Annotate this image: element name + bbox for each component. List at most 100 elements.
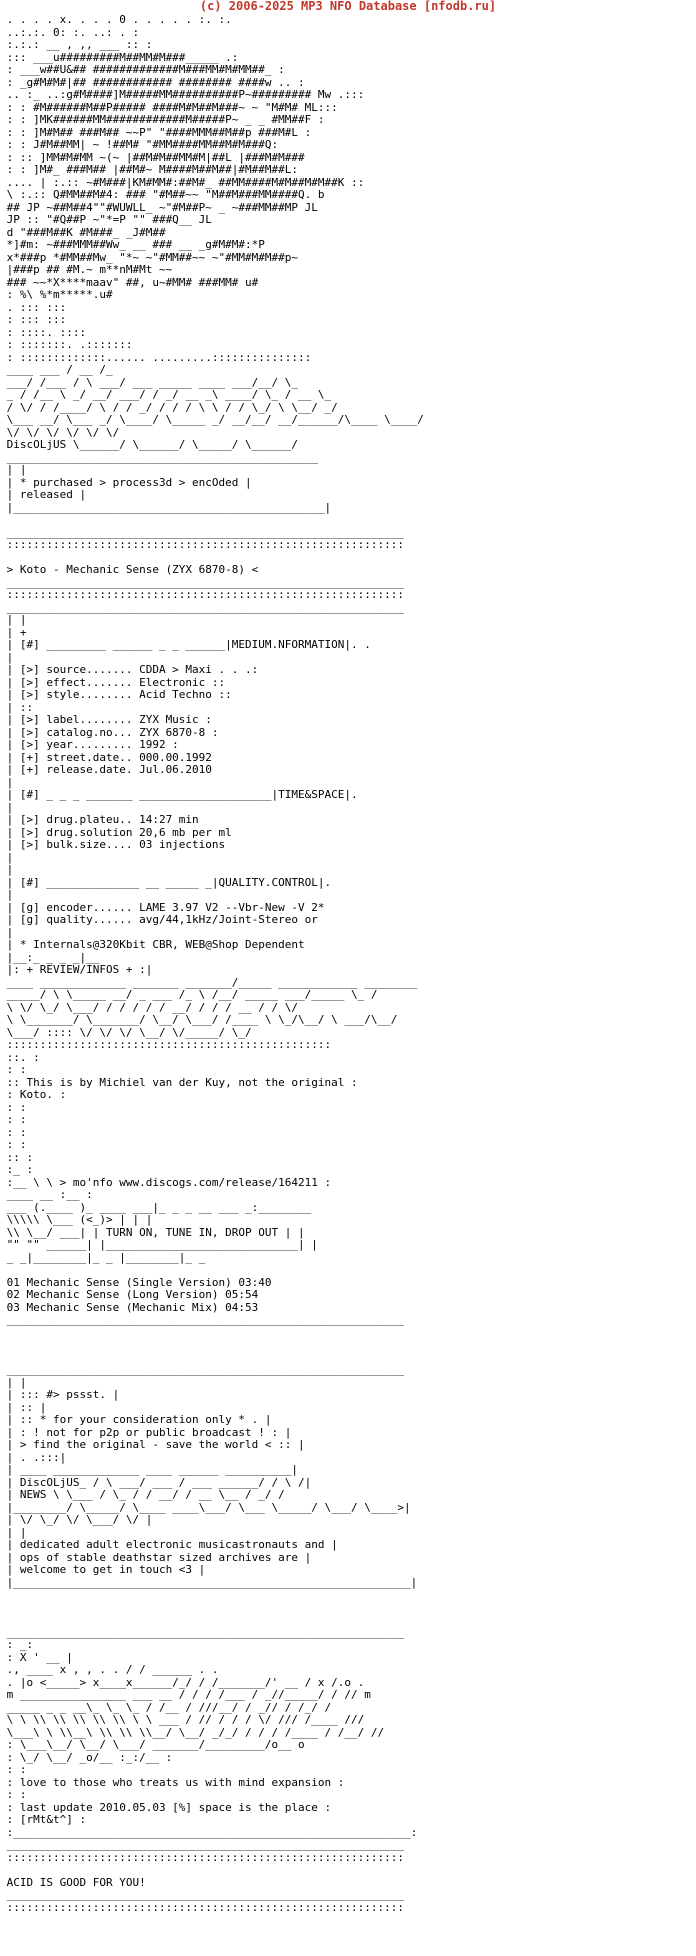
nfo-line: | — [0, 776, 14, 789]
nfo-line: | — [0, 864, 14, 876]
nfo-line: : :::::::. .::::::: — [0, 339, 133, 351]
nfo-line: | :: * for your consideration only * . | — [0, 1414, 272, 1426]
nfo-line: : Koto. : — [0, 1089, 67, 1101]
nfo-line: ..:.:. 0: :. ..: . : — [0, 26, 140, 39]
nfo-line: ___/ /___ / \ ___/ ___ _____ ____ ___/__… — [0, 376, 299, 389]
nfo-line: | * Internals@320Kbit CBR, WEB@Shop Depe… — [0, 939, 305, 951]
nfo-line: \\\\\ \___ (<_)> | | | — [0, 1214, 153, 1226]
nfo-line: JP :: "#Q##P ~"*=P "" ###Q__ JL — [0, 214, 212, 226]
nfo-line — [0, 1327, 696, 1340]
nfo-line: | [+] release.date. Jul.06.2010 — [0, 764, 212, 776]
nfo-line: : : — [0, 1789, 27, 1801]
nfo-line: |_______________________________________… — [0, 1576, 418, 1589]
nfo-line: : X ' __ | — [0, 1651, 73, 1664]
nfo-line: | [+] street.date.. 000.00.1992 — [0, 751, 212, 764]
nfo-line: _ _|________|_ _ |________|_ _ — [0, 1251, 206, 1264]
nfo-line: | [#] _ _ _ _______ ____________________… — [0, 789, 358, 801]
nfo-line: :: : — [0, 1151, 34, 1164]
nfo-line: ### ~~*X****maav" ##, u~#MM# ###MM# u# — [0, 276, 259, 289]
nfo-line: | . .:::| — [0, 1451, 67, 1464]
nfo-line: | [g] encoder...... LAME 3.97 V2 --Vbr-N… — [0, 901, 325, 914]
nfo-line: ACID IS GOOD FOR YOU! — [0, 1876, 146, 1889]
nfo-line: ___ (.____ )_ ____ ___|_ _ _ __ ___ _:__… — [0, 1201, 312, 1214]
nfo-line: : : — [0, 1114, 27, 1126]
nfo-line: | — [0, 926, 14, 939]
nfo-line: . |o <_____> x____x______/_/ / /_______/… — [0, 1676, 365, 1689]
nfo-line: ., ____ x , , . . / / ______ . . — [0, 1664, 219, 1676]
nfo-line: | DiscOLjUS_ / \ ___/ ___ / ___ ______/ … — [0, 1476, 312, 1489]
nfo-line: :.:.: __ , ,, ___ :: : — [0, 39, 153, 51]
nfo-line: ________________________________________… — [0, 1626, 404, 1639]
nfo-line: _ / /__ \ _/ __/ ___/ / _/ __ _\ ____/ \… — [0, 389, 332, 401]
nfo-line: : _g#M#M#|## ############ ######## ####w… — [0, 76, 305, 89]
nfo-line: |: + REVIEW/INFOS + :| — [0, 964, 153, 976]
nfo-line: | ::: #> pssst. | — [0, 1389, 120, 1401]
nfo-line: . . . . x. . . . 0 . . . . . :. :. — [0, 14, 232, 26]
nfo-line: ________________________________________… — [0, 1889, 404, 1901]
nfo-line: \ :.:: Q#MM##M#4: ### "#M##~~ "M##M###MM… — [0, 189, 325, 201]
nfo-line: | + — [0, 626, 27, 639]
nfo-ascii-art-body: . . . . x. . . . 0 . . . . . :. :. ..:.:… — [0, 14, 696, 1914]
nfo-line: | [g] quality...... avg/44,1kHz/Joint-St… — [0, 914, 318, 926]
nfo-line: | [>] drug.solution 20,6 mb per ml — [0, 826, 232, 839]
nfo-line — [0, 514, 696, 527]
nfo-line: ____ __ :__ : — [0, 1189, 93, 1201]
nfo-line: |________/ \_____/ \____ ____\___/ \___ … — [0, 1501, 411, 1514]
nfo-line: | released | — [0, 489, 87, 501]
nfo-line: ____ ___ / __ /_ — [0, 364, 113, 376]
nfo-line: "" "" ______| |_________________________… — [0, 1239, 318, 1251]
nfo-line: ________________________________________… — [0, 451, 318, 464]
nfodb-copyright-header: (c) 2006-2025 MP3 NFO Database [nfodb.ru… — [199, 0, 497, 13]
nfo-line: | [>] label........ ZYX Music : — [0, 714, 212, 726]
nfo-line: ## JP ~##M##4""#WUWLL_ ~"#M##P~ _ ~###MM… — [0, 201, 318, 214]
nfo-line: | ____ _____________ ____ ______ _______… — [0, 1464, 299, 1476]
nfo-line: | — [0, 801, 14, 814]
nfo-line: x*###p *#MM##Mw_ "*~ ~"#MM##~~ ~"#MM#M#M… — [0, 251, 299, 264]
nfo-line: \ \ \\ \\ \\ \\ \\ \ \ ___ / // / / / \/… — [0, 1714, 365, 1726]
nfo-line: | | — [0, 1376, 27, 1389]
nfo-line: .... | :.:: ~#M###|KM#MM#:##M#_ ##MM####… — [0, 176, 365, 189]
nfo-line: ________________________________________… — [0, 601, 404, 614]
nfo-line: ::::::::::::::::::::::::::::::::::::::::… — [0, 1851, 404, 1864]
nfo-line — [0, 1339, 696, 1352]
nfo-line: .. :_ ..:g#M####]M#####MM##########P~###… — [0, 89, 365, 101]
nfo-line: : \___\__/ \__/ \___/ _______/_________/… — [0, 1739, 305, 1751]
nfo-line — [0, 1352, 696, 1365]
nfo-line: :: This is by Michiel van der Kuy, not t… — [0, 1076, 358, 1089]
nfo-line: d "###M##K #M###_ _J#M## — [0, 226, 166, 239]
nfo-line: | [>] effect....... Electronic :: — [0, 676, 226, 689]
nfo-line: : _: — [0, 1639, 34, 1651]
nfo-line: : [rMt&t^] : — [0, 1814, 87, 1826]
nfo-line: / \/ / /____/ \ / / _/ / / / \ \ / / \_/… — [0, 401, 338, 414]
nfo-line: ________________________________________… — [0, 576, 404, 589]
nfo-line: | [>] source....... CDDA > Maxi . . .: — [0, 664, 259, 676]
nfo-line: | | — [0, 1526, 27, 1539]
nfo-line — [0, 1864, 696, 1877]
nfo-line: :__ \ \ > mo'nfo www.discogs.com/release… — [0, 1176, 332, 1189]
nfo-line: | [>] bulk.size.... 03 injections — [0, 839, 226, 851]
nfo-line: | * purchased > process3d > encOded | — [0, 476, 252, 489]
nfo-line: | \/ \_/ \/ \___/ \/ | — [0, 1514, 153, 1526]
nfo-line: : : ]MK######MM############M#####P~ _ _ … — [0, 114, 325, 126]
nfo-line: \___\ \ \\__\ \\ \\ \\__/ \__/ _/_/ / / … — [0, 1726, 385, 1739]
nfo-line: _____/ \ \_____ __/ _ ___ /_ \ /__/ ____… — [0, 989, 378, 1001]
nfo-line: : : #M######M##P##### ####M#M##M###~ ~ "… — [0, 101, 338, 114]
nfo-line: \/ \/ \/ \/ \/ \/ — [0, 426, 120, 439]
nfo-line: | ops of stable deathstar sized archives… — [0, 1551, 312, 1564]
nfo-line: \ \_______/ \_______/ \__/ \___/ /____ \… — [0, 1014, 398, 1026]
nfo-line: : :: ]MM#M#MM ~(~ |##M#M##MM#M|##L |###M… — [0, 151, 305, 164]
nfo-line: : : — [0, 1126, 27, 1139]
nfo-line: 02 Mechanic Sense (Long Version) 05:54 — [0, 1289, 259, 1301]
nfo-line: | | — [0, 614, 27, 626]
nfo-line: . ::: ::: — [0, 301, 67, 314]
nfo-line: ::: ___u#########M##MM#M###_____ .: — [0, 51, 239, 64]
nfo-line: :_ : — [0, 1164, 34, 1176]
nfo-line: | — [0, 651, 14, 664]
nfo-line: | NEWS \ \___ / \_ / / __/ / __ \__ / _/… — [0, 1489, 285, 1501]
nfo-line: : : ]M#_ ###M## |##M#~ M####M##M##|#M##M… — [0, 164, 299, 176]
nfo-line: | welcome to get in touch <3 | — [0, 1564, 206, 1576]
nfo-line: : : J#M##MM| ~ !##M# "#MM####MM##M#M###Q… — [0, 139, 279, 151]
nfo-line: : ::::. :::: — [0, 326, 87, 339]
nfo-line: : %\ %*m*****.u# — [0, 289, 113, 301]
nfo-line: *]#m: ~###MMM##Ww_ __ ### __ _g#M#M#:*P — [0, 239, 265, 251]
